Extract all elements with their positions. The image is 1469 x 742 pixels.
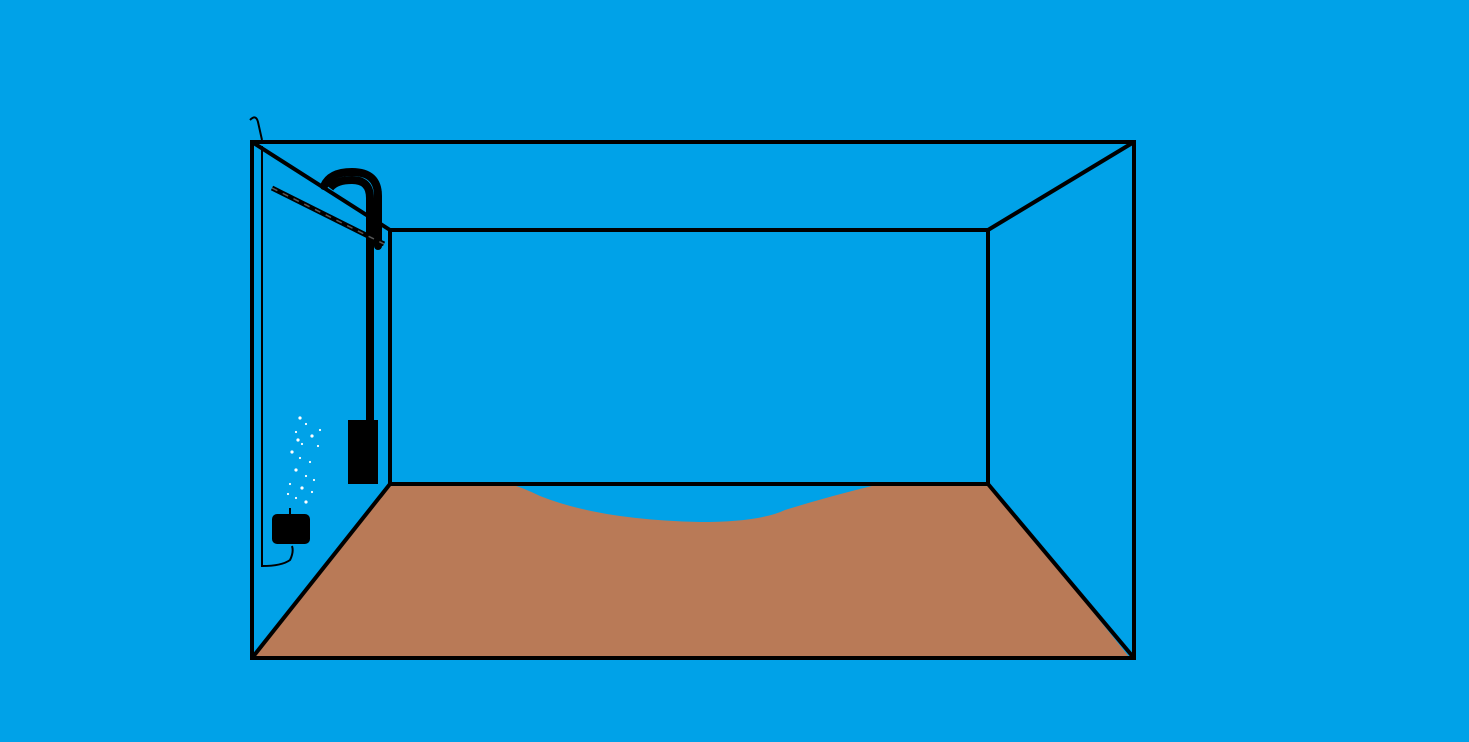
bubble [288,482,292,486]
bubble [304,422,308,426]
filter-intake-box [348,420,378,484]
air-line-hook [249,116,263,141]
bubble [294,496,298,500]
bubble [290,450,294,454]
substrate-sand [252,482,1130,658]
air-line-tube [261,146,294,568]
tank-front-frame [250,140,1136,660]
bubble [304,474,308,478]
bubble [298,416,302,420]
heater-bar-texture [271,187,385,245]
bubble [308,460,312,464]
tank-edge-top-right [986,140,1136,232]
air-stone-icon [272,508,310,544]
bubble [294,468,298,472]
filter-tube [326,175,374,420]
tank-back-frame [388,228,990,486]
tank-edge-bottom-left [250,482,392,660]
bubble [300,486,304,490]
bubble [298,456,302,460]
bubble [316,444,320,448]
bubble [304,500,308,504]
air-stone-box [272,514,310,544]
bubble [312,478,316,482]
bubble [296,438,300,442]
filter-hook [320,167,382,250]
air-line-icon [249,116,294,568]
tank-edge-bottom-right [986,482,1136,660]
bubble [300,442,304,446]
aquarium-tank-outline [250,140,1136,660]
bubble [310,434,314,438]
bubble [310,490,314,494]
heater-bar-icon [270,185,386,247]
bubble [294,430,298,434]
bubble [318,428,322,432]
hang-on-back-filter-icon [320,167,382,484]
air-bubbles-icon [286,416,322,504]
bubble [286,492,290,496]
